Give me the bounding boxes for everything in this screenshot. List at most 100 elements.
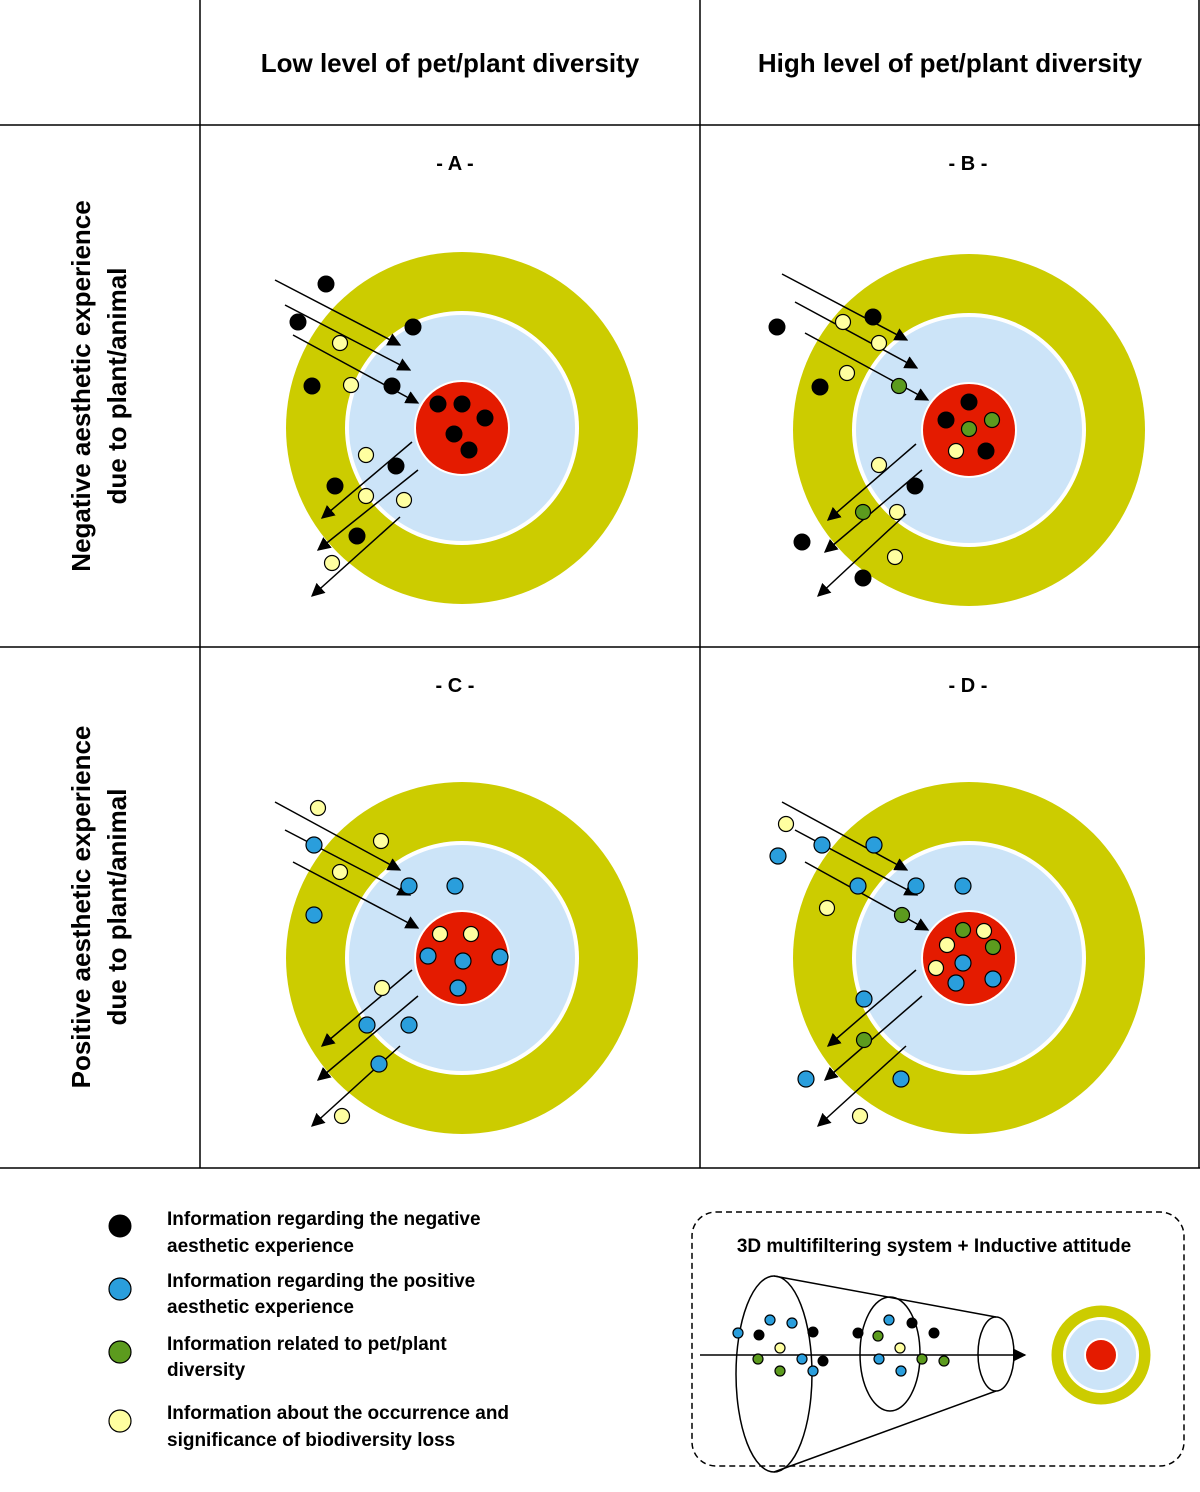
- info-dot-diversity: [916, 1353, 928, 1365]
- filter-system-title: 3D multifiltering system + Inductive att…: [737, 1236, 1131, 1257]
- info-dot-positive: [370, 1055, 388, 1073]
- info-dot-loss: [947, 442, 965, 460]
- row-header-positive-line1: Positive aesthetic experience: [66, 726, 96, 1089]
- info-dot-diversity: [752, 1353, 764, 1365]
- row-header-positive: Positive aesthetic experience due to pla…: [66, 726, 132, 1089]
- legend-label-positive-line1: Information regarding the positive: [167, 1271, 475, 1292]
- panel-b-label: - B -: [949, 153, 988, 175]
- table-grid: [0, 0, 1200, 1169]
- info-dot-negative: [445, 425, 463, 443]
- row-header-negative: Negative aesthetic experience due to pla…: [66, 200, 132, 571]
- info-dot-negative: [348, 527, 366, 545]
- info-dot-loss: [851, 1107, 869, 1125]
- info-dot-negative: [852, 1327, 864, 1339]
- legend: Information regarding the negative aesth…: [108, 1209, 509, 1451]
- info-dot-negative: [793, 533, 811, 551]
- info-dot-loss: [372, 832, 390, 850]
- legend-label-diversity-line1: Information related to pet/plant: [167, 1334, 447, 1355]
- legend-swatch-positive: [108, 1277, 132, 1301]
- info-dot-diversity: [855, 1031, 873, 1049]
- panel-c: - C -: [274, 675, 638, 1134]
- panel-d: - D -: [769, 675, 1145, 1134]
- info-dot-negative: [768, 318, 786, 336]
- panel-d-label: - D -: [949, 675, 988, 697]
- info-dot-negative: [326, 477, 344, 495]
- info-dot-loss: [357, 446, 375, 464]
- info-dot-negative: [453, 395, 471, 413]
- panel-a: - A -: [274, 153, 638, 604]
- info-dot-negative: [317, 275, 335, 293]
- info-dot-negative: [817, 1355, 829, 1367]
- column-header-low-diversity: Low level of pet/plant diversity: [261, 48, 640, 78]
- info-dot-positive: [491, 948, 509, 966]
- info-dot-positive: [984, 970, 1002, 988]
- legend-label-negative-line1: Information regarding the negative: [167, 1209, 481, 1230]
- legend-item-negative: Information regarding the negative aesth…: [108, 1209, 481, 1257]
- info-dot-positive: [907, 877, 925, 895]
- info-dot-loss: [309, 799, 327, 817]
- info-dot-diversity: [960, 420, 978, 438]
- info-dot-positive: [400, 1016, 418, 1034]
- info-dot-negative: [387, 457, 405, 475]
- info-dot-loss: [975, 922, 993, 940]
- panel-c-dots: [305, 799, 509, 1125]
- legend-label-positive-line2: aesthetic experience: [167, 1297, 354, 1318]
- legend-item-positive: Information regarding the positive aesth…: [108, 1271, 475, 1318]
- info-dot-diversity: [938, 1355, 950, 1367]
- info-dot-negative: [303, 377, 321, 395]
- legend-item-diversity: Information related to pet/plant diversi…: [108, 1334, 447, 1381]
- info-dot-negative: [937, 411, 955, 429]
- info-dot-loss: [323, 554, 341, 572]
- panel-a-target: [286, 252, 638, 604]
- info-dot-negative: [404, 318, 422, 336]
- legend-label-negative-line2: aesthetic experience: [167, 1236, 354, 1257]
- info-dot-positive: [873, 1353, 885, 1365]
- legend-label-loss-line2: significance of biodiversity loss: [167, 1430, 455, 1451]
- info-dot-loss: [395, 491, 413, 509]
- info-dot-loss: [838, 364, 856, 382]
- info-dot-diversity: [984, 938, 1002, 956]
- info-dot-positive: [954, 954, 972, 972]
- info-dot-diversity: [890, 377, 908, 395]
- info-dot-loss: [342, 376, 360, 394]
- panel-b-arrows: [781, 273, 930, 597]
- info-dot-loss: [870, 334, 888, 352]
- info-dot-negative: [928, 1327, 940, 1339]
- info-dot-loss: [818, 899, 836, 917]
- info-dot-loss: [373, 979, 391, 997]
- info-dot-positive: [865, 836, 883, 854]
- info-dot-loss: [331, 863, 349, 881]
- info-dot-loss: [331, 334, 349, 352]
- panel-c-label: - C -: [436, 675, 475, 697]
- legend-swatch-loss: [108, 1409, 132, 1433]
- info-dot-negative: [906, 1317, 918, 1329]
- legend-label-loss-line1: Information about the occurrence and: [167, 1403, 509, 1424]
- legend-item-loss: Information about the occurrence and sig…: [108, 1403, 509, 1451]
- info-dot-positive: [796, 1353, 808, 1365]
- panel-b-dots: [768, 308, 1001, 587]
- row-header-negative-line1: Negative aesthetic experience: [66, 200, 96, 571]
- filter-dots: [732, 1314, 950, 1377]
- info-dot-positive: [892, 1070, 910, 1088]
- info-dot-diversity: [893, 906, 911, 924]
- info-dot-positive: [855, 990, 873, 1008]
- info-dot-loss: [894, 1342, 906, 1354]
- info-dot-positive: [954, 877, 972, 895]
- info-dot-positive: [305, 836, 323, 854]
- info-dot-negative: [854, 569, 872, 587]
- panel-a-dots: [289, 275, 494, 572]
- panel-c-arrows: [274, 801, 420, 1127]
- legend-label-diversity-line2: diversity: [167, 1360, 246, 1381]
- info-dot-negative: [906, 477, 924, 495]
- info-dot-diversity: [954, 921, 972, 939]
- legend-swatch-negative: [108, 1214, 132, 1238]
- info-dot-loss: [357, 487, 375, 505]
- info-dot-positive: [446, 877, 464, 895]
- panel-a-label: - A -: [436, 153, 473, 175]
- info-dot-loss: [774, 1342, 786, 1354]
- info-dot-negative: [960, 393, 978, 411]
- panel-d-dots: [769, 815, 1002, 1125]
- info-dot-positive: [305, 906, 323, 924]
